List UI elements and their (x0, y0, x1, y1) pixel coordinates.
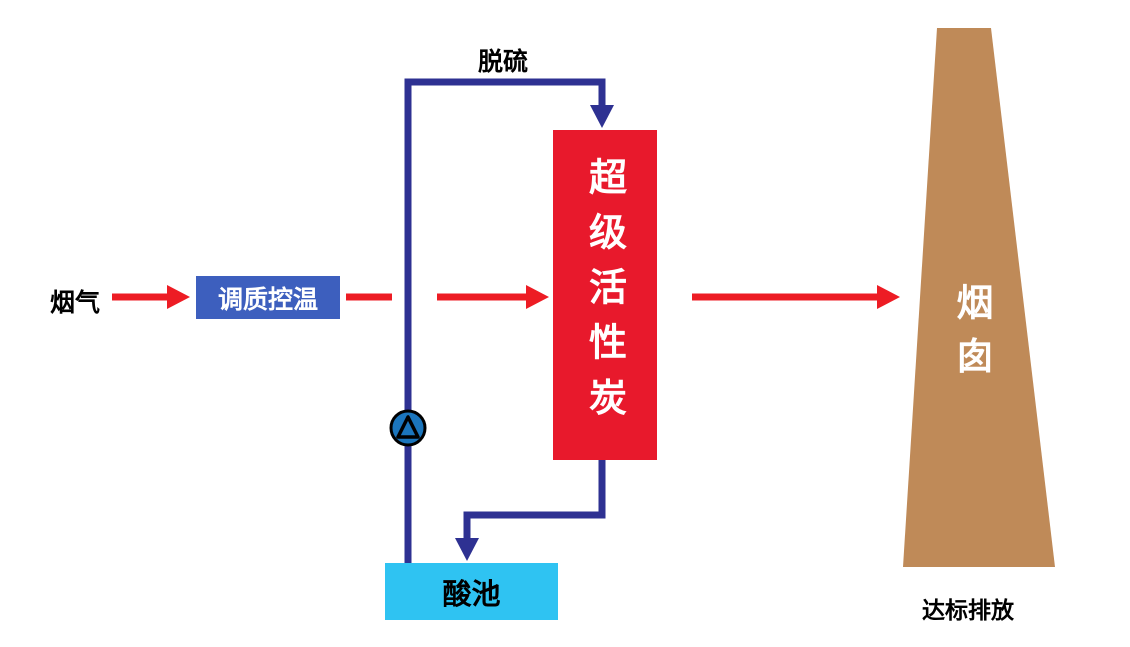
activated-carbon-box: 超级活性炭 (553, 130, 657, 460)
activated-carbon-label: 超级活性炭 (582, 157, 627, 433)
chimney-label: 烟囱 (950, 283, 993, 391)
conditioning-box: 调质控温 (196, 276, 340, 319)
emission-label: 达标排放 (922, 598, 1014, 624)
acid-pool-label: 酸池 (442, 576, 501, 611)
arrowhead-fluegas (167, 285, 190, 309)
arrowhead-into-carbon (526, 285, 549, 309)
desulfurization-label: 脱硫 (478, 47, 529, 76)
return-pipe (463, 455, 606, 543)
chimney-label-wrap: 烟囱 (936, 282, 1006, 392)
arrowhead-into-chimney (877, 285, 900, 309)
pipe-arrowhead-into-carbon (590, 105, 614, 128)
pipe-arrowhead-into-pool (455, 538, 479, 561)
pump-triangle-icon (396, 415, 420, 439)
chimney-shape (903, 28, 1055, 567)
acid-pool-box: 酸池 (385, 563, 558, 620)
desulfurization-pipe (404, 78, 606, 565)
flue-gas-label: 烟气 (50, 288, 101, 317)
conditioning-box-label: 调质控温 (217, 284, 318, 314)
